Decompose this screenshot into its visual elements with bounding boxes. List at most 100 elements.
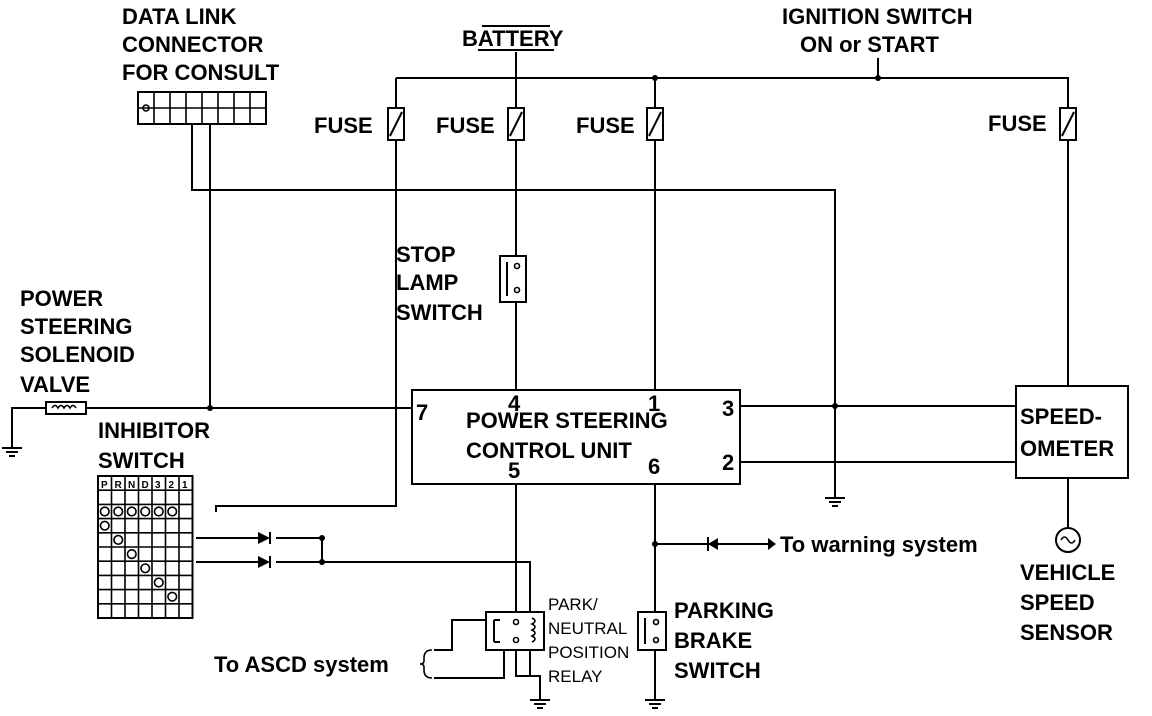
data-link-label-3: FOR CONSULT (122, 60, 280, 85)
fuse-1: FUSE (314, 107, 405, 141)
inhibitor-position-label: 2 (169, 480, 175, 491)
relay-label-1: PARK/ (548, 595, 598, 614)
ground-icon (825, 497, 845, 507)
park-neutral-position-relay: PARK/ NEUTRAL POSITION RELAY (485, 595, 629, 686)
solenoid-label-3: SOLENOID (20, 342, 135, 367)
inhibitor-grid-lines (98, 476, 193, 618)
inhibitor-position-label: N (128, 480, 135, 491)
terminal-1-label: 1 (648, 391, 660, 416)
relay-box (485, 611, 545, 651)
inhibitor-position-label: P (101, 480, 108, 491)
data-link-label-1: DATA LINK (122, 4, 237, 29)
inhibitor-position-label: D (142, 480, 149, 491)
stop-lamp-switch-body (499, 255, 527, 303)
ground-icon (2, 447, 22, 457)
ignition-bus-wire (396, 77, 1069, 108)
ground-icon (645, 699, 665, 709)
terminal-4-label: 4 (508, 391, 521, 416)
solenoid-label-2: STEERING (20, 314, 132, 339)
ground-icon (530, 699, 550, 709)
speed-sensor-label-1: VEHICLE (1020, 560, 1115, 585)
inhibitor-contact-icon (126, 506, 137, 517)
arrows (707, 537, 776, 551)
inhibitor-position-label: 1 (182, 480, 188, 491)
inhibitor-contact-icon (99, 520, 110, 531)
power-steering-solenoid-valve: POWER STEERING SOLENOID VALVE (20, 286, 135, 415)
inhibitor-position-label: 3 (155, 480, 161, 491)
control-unit-label-2: CONTROL UNIT (466, 438, 632, 463)
speedometer-label-1: SPEED- (1020, 404, 1102, 429)
inhibitor-contact-icon (167, 506, 178, 517)
fuse-3: FUSE (576, 107, 664, 141)
ascd-wire-2 (434, 650, 505, 679)
parking-brake-label-2: BRAKE (674, 628, 752, 653)
fuse-label: FUSE (988, 111, 1047, 136)
terminal-3-label: 3 (722, 396, 734, 421)
brace-icon (419, 649, 433, 679)
fuse-4: FUSE (988, 107, 1077, 141)
speedometer-label-2: OMETER (1020, 436, 1114, 461)
vehicle-speed-sensor: VEHICLE SPEED SENSOR (1020, 527, 1115, 645)
stop-lamp-switch: STOP LAMP SWITCH (396, 242, 527, 325)
parking-brake-switch-body (637, 611, 667, 651)
data-link-wire (191, 124, 836, 498)
fuse-2: FUSE (436, 107, 525, 141)
parking-brake-label-3: SWITCH (674, 658, 761, 683)
data-link-label-2: CONNECTOR (122, 32, 263, 57)
battery-label: BATTERY (462, 26, 564, 51)
inhibitor-contact-icon (126, 548, 137, 560)
junction-dot (319, 559, 325, 565)
terminal-5-label: 5 (508, 458, 520, 483)
speedometer-box (1015, 385, 1129, 479)
junction-dot (832, 403, 838, 409)
inhibitor-contact-icon (153, 506, 164, 517)
inhibitor-label-2: SWITCH (98, 448, 185, 473)
ground-symbols (2, 447, 845, 709)
wires (11, 52, 1069, 700)
junction-dot (875, 75, 881, 81)
inhibitor-contact-icon (113, 534, 124, 546)
relay-contact-icon (493, 619, 500, 643)
ignition-label-1: IGNITION SWITCH (782, 4, 973, 29)
inhibitor-contact-icon (153, 577, 164, 588)
speed-sensor-label-3: SENSOR (1020, 620, 1113, 645)
junction-dot (652, 75, 658, 81)
fuse-label: FUSE (314, 113, 373, 138)
terminal-2-label: 2 (722, 450, 734, 475)
stop-lamp-label-1: STOP (396, 242, 456, 267)
solenoid-ground-wire (11, 407, 46, 448)
ascd-wire-1 (434, 619, 492, 651)
relay-ground-wire (515, 650, 541, 700)
speedometer: SPEED- OMETER (1015, 385, 1129, 479)
inhibitor-contact-icon (167, 591, 178, 602)
junction-dot (652, 541, 658, 547)
ignition-label-2: ON or START (800, 32, 939, 57)
inhibitor-contact-icon (99, 506, 110, 517)
inhibitor-contact-icon (140, 563, 151, 574)
stop-lamp-label-3: SWITCH (396, 300, 483, 325)
ignition-switch: IGNITION SWITCH ON or START (782, 4, 973, 57)
warning-arrow-icon (768, 538, 776, 550)
stop-lamp-label-2: LAMP (396, 270, 458, 295)
solenoid-label-4: VALVE (20, 372, 90, 397)
ascd-connection: To ASCD system (214, 649, 433, 679)
inhibitor-position-label: R (115, 480, 123, 491)
junction-dots (207, 75, 881, 565)
inhibitor-diodes (258, 532, 271, 568)
relay-label-4: RELAY (548, 667, 603, 686)
connector-grid (138, 92, 266, 124)
battery-plate-icon (478, 25, 554, 51)
ascd-label: To ASCD system (214, 652, 389, 677)
terminal-6-label: 6 (648, 454, 660, 479)
inhibitor-contact-icon (113, 506, 124, 517)
fuse-label: FUSE (436, 113, 495, 138)
terminal-7-label: 7 (416, 400, 428, 425)
battery: BATTERY (462, 25, 564, 51)
control-unit-box (411, 389, 741, 485)
relay-coil-feed-wire (276, 561, 531, 612)
connector-pin-icon (142, 104, 150, 112)
diode-junction-wire (276, 537, 323, 562)
inhibitor-contact-icon (140, 506, 151, 517)
